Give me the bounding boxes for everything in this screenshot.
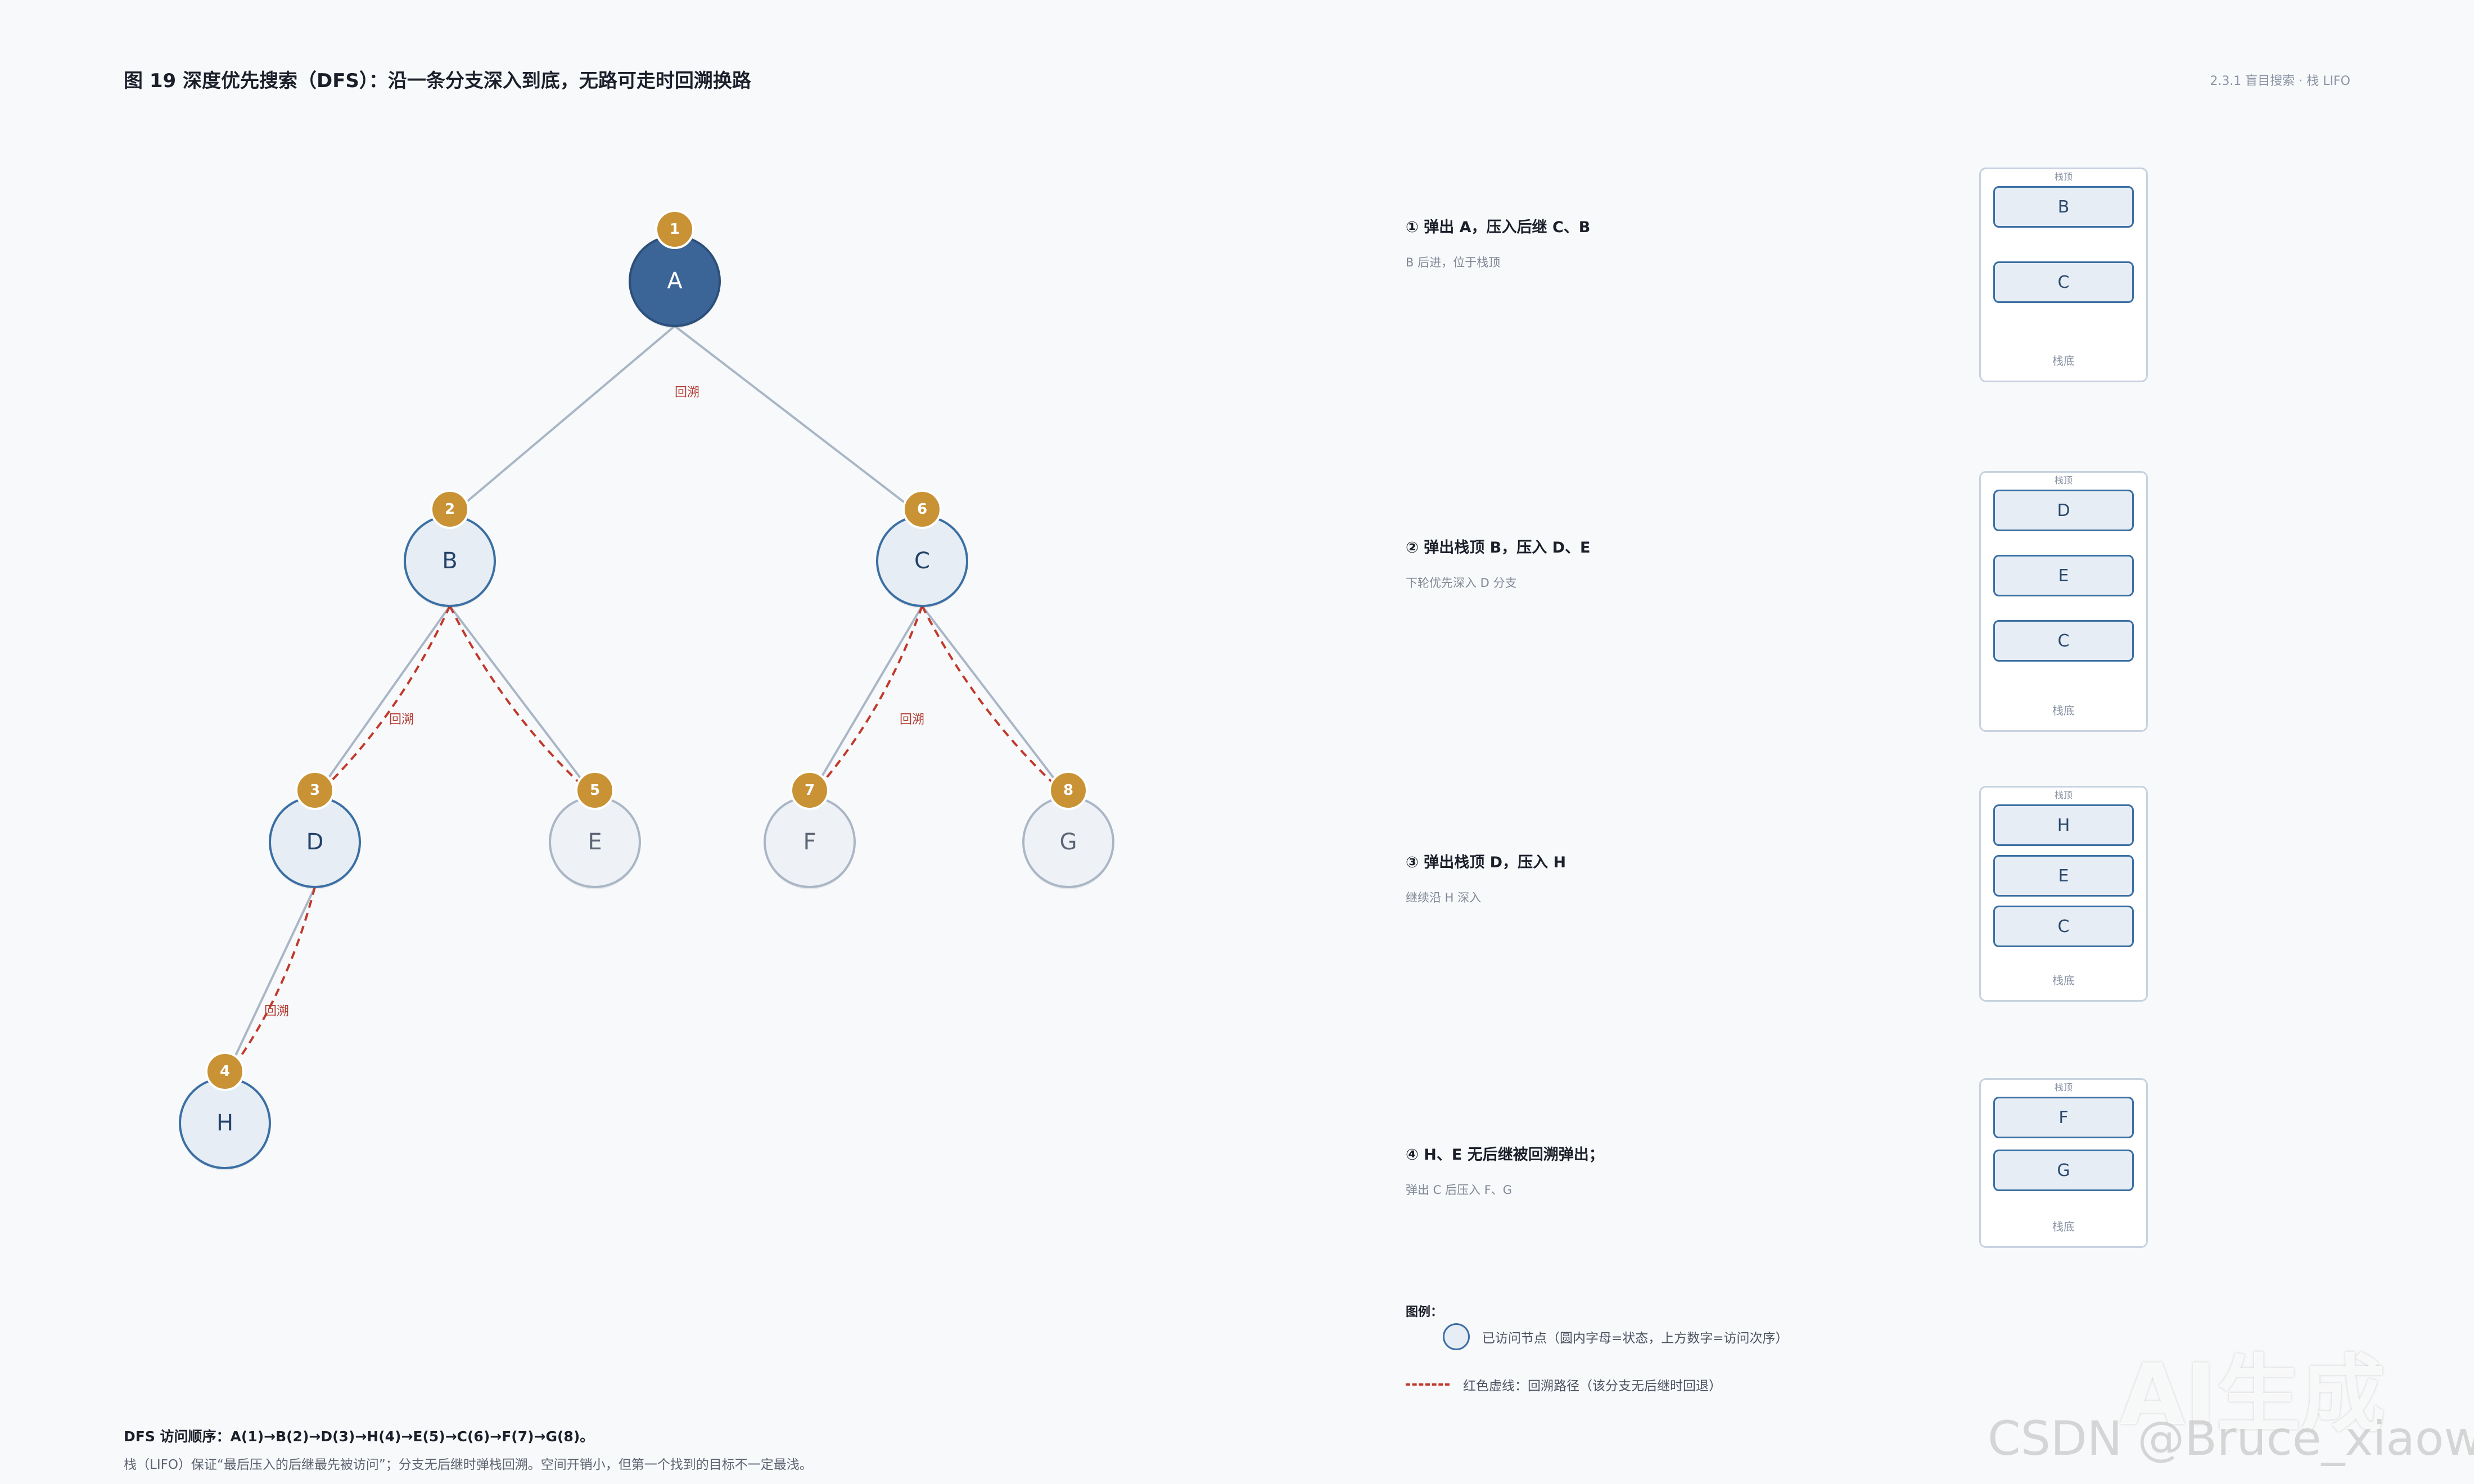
tree-edge-C-F <box>809 605 923 798</box>
step-2: ② 弹出栈顶 B，压入 D、E 下轮优先深入 D 分支 <box>1406 535 1912 591</box>
tree-edge-C-G <box>921 605 1069 798</box>
stack-item: E <box>1993 855 2134 897</box>
tree-node-F: F7 <box>764 771 856 889</box>
visit-order-label: 2 <box>445 501 455 518</box>
stack-2: 栈顶 D E C 栈底 <box>1979 471 2148 732</box>
node-label: E <box>588 829 602 855</box>
step-4-desc: 弹出 C 后压入 F、G <box>1406 1183 1513 1197</box>
visit-order-badge <box>655 210 694 249</box>
stack-bottom-label: 栈底 <box>2052 704 2075 717</box>
step-3-title: ③ 弹出栈顶 D，压入 H <box>1406 854 1566 871</box>
dfs-tree-diagram: 回溯回溯回溯回溯 A1B2C6D3E5F7G8H4 <box>179 210 1114 1170</box>
backtrack-label: 回溯 <box>389 713 414 727</box>
visited-node-swatch <box>1443 1323 1470 1350</box>
step-1-title: ① 弹出 A，压入后继 C、B <box>1406 219 1591 236</box>
visit-order-badge <box>902 490 942 529</box>
node-label: H <box>216 1110 233 1136</box>
tree-node-H: H4 <box>179 1052 271 1170</box>
step-3-desc: 继续沿 H 深入 <box>1406 891 1482 904</box>
visit-order-label: 5 <box>590 782 600 799</box>
backtrack-label: 回溯 <box>900 713 924 727</box>
step-4-title: ④ H、E 无后继被回溯弹出； <box>1406 1146 1604 1164</box>
stack-1: 栈顶 B C 栈底 <box>1979 168 2148 382</box>
backtrack-paths: 回溯回溯回溯回溯 <box>224 386 1069 1079</box>
stack-bottom-label: 栈底 <box>2052 354 2075 368</box>
stack-item: E <box>1993 555 2134 596</box>
step-2-desc: 下轮优先深入 D 分支 <box>1406 576 1517 590</box>
legend-visited-label: 已访问节点（圆内字母=状态，上方数字=访问次序） <box>1482 1331 1789 1346</box>
visit-order-badge <box>575 771 615 810</box>
figure-title: 图 19 深度优先搜索（DFS）：沿一条分支深入到底，无路可走时回溯换路 <box>124 70 751 92</box>
stack-item: G <box>1993 1150 2134 1191</box>
node-label: F <box>803 829 816 855</box>
tree-node-G: G8 <box>1022 771 1114 889</box>
step-2-title: ② 弹出栈顶 B，压入 D、E <box>1406 539 1591 556</box>
legend-title: 图例： <box>1406 1305 1443 1319</box>
backtrack-label: 回溯 <box>264 1005 289 1019</box>
step-1-desc: B 后进，位于栈顶 <box>1406 256 1501 269</box>
node-label: G <box>1060 829 1077 855</box>
legend-visited: 已访问节点（圆内字母=状态，上方数字=访问次序） <box>1406 1323 1789 1350</box>
dfs-order-summary: DFS 访问顺序：A(1)→B(2)→D(3)→H(4)→E(5)→C(6)→F… <box>124 1428 594 1445</box>
visit-order-badge <box>790 771 829 810</box>
step-1: ① 弹出 A，压入后继 C、B B 后进，位于栈顶 <box>1406 215 1912 270</box>
backtrack-path-B-E <box>449 605 596 798</box>
tree-node-D: D3 <box>269 771 361 889</box>
visit-order-label: 6 <box>917 501 927 518</box>
visit-order-badge <box>1049 771 1088 810</box>
step-3: ③ 弹出栈顶 D，压入 H 继续沿 H 深入 <box>1406 850 1912 906</box>
node-label: A <box>667 268 683 294</box>
backtrack-path-B-D <box>314 605 451 798</box>
ai-generated-watermark: AI生成 <box>2120 1346 2385 1444</box>
tree-node-A: A1 <box>629 210 721 328</box>
backtrack-path-D-H <box>224 886 316 1079</box>
stack-item: B <box>1993 186 2134 228</box>
tree-edge-D-H <box>224 886 316 1079</box>
visit-order-label: 3 <box>310 782 320 799</box>
visit-order-badge <box>295 771 335 810</box>
stack-item: F <box>1993 1097 2134 1138</box>
backtrack-path-C-G <box>921 605 1069 798</box>
dfs-note: 栈（LIFO）保证“最后压入的后继最先被访问”；分支无后继时弹栈回溯。空间开销小… <box>124 1458 812 1472</box>
legend-backtrack: 红色虚线：回溯路径（该分支无后继时回退） <box>1406 1375 1722 1394</box>
tree-edge-A-C <box>674 325 923 517</box>
tree-node-C: C6 <box>876 490 968 608</box>
tree-edge-B-D <box>314 605 451 798</box>
tree-node-E: E5 <box>549 771 641 889</box>
stack-item: C <box>1993 261 2134 303</box>
step-4: ④ H、E 无后继被回溯弹出； 弹出 C 后压入 F、G <box>1406 1142 1912 1198</box>
stack-item: H <box>1993 804 2134 846</box>
stack-bottom-label: 栈底 <box>2052 1220 2075 1233</box>
tree-edge-B-E <box>449 605 596 798</box>
legend-backtrack-label: 红色虚线：回溯路径（该分支无后继时回退） <box>1463 1379 1722 1393</box>
stack-item: C <box>1993 906 2134 947</box>
visit-order-label: 4 <box>220 1063 230 1080</box>
visit-order-label: 8 <box>1063 782 1073 799</box>
tree-node-B: B2 <box>404 490 496 608</box>
tree-edge-A-B <box>449 325 676 517</box>
stack-3: 栈顶 H E C 栈底 <box>1979 786 2148 1002</box>
backtrack-label: 回溯 <box>675 386 699 400</box>
stack-item: D <box>1993 490 2134 531</box>
node-label: C <box>914 548 930 574</box>
backtrack-line-swatch <box>1406 1383 1450 1386</box>
stack-4: 栈顶 F G 栈底 <box>1979 1078 2148 1248</box>
visit-order-label: 1 <box>670 221 680 238</box>
node-label: B <box>442 548 457 574</box>
backtrack-path-C-F <box>809 605 923 798</box>
visit-order-badge <box>205 1052 245 1091</box>
visit-order-label: 7 <box>805 782 815 799</box>
stack-bottom-label: 栈底 <box>2052 974 2075 987</box>
node-label: D <box>306 829 324 855</box>
section-tag: 2.3.1 盲目搜索 · 栈 LIFO <box>2210 74 2350 88</box>
visit-order-badge <box>430 490 469 529</box>
csdn-watermark: CSDN @Bruce_xiaowei <box>1988 1411 2474 1466</box>
stack-item: C <box>1993 620 2134 662</box>
tree-edges <box>224 325 1069 1079</box>
